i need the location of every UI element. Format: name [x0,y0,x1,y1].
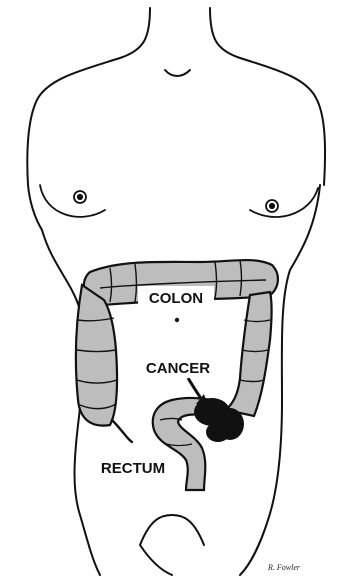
artist-signature: R. Fowler [267,563,301,572]
colon-label: COLON [149,290,203,307]
chest-outline [40,185,318,217]
appendix [112,420,132,442]
navel [175,318,179,322]
descending-colon [226,292,272,416]
ascending-colon [76,285,117,426]
cancer-label: CANCER [146,360,210,377]
rectum-label: RECTUM [101,460,165,477]
